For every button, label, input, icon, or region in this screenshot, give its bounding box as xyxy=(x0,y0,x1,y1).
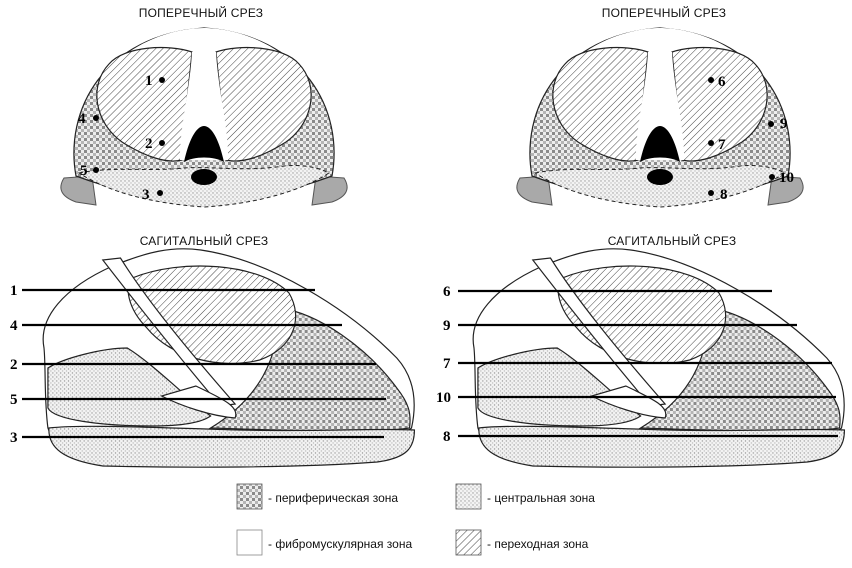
svg-text:- периферическая зона: - периферическая зона xyxy=(268,491,398,505)
svg-text:- переходная зона: - переходная зона xyxy=(487,537,589,551)
line-label: 10 xyxy=(436,390,451,406)
sagittal-lines-left: 1 4 2 5 3 xyxy=(10,283,386,446)
svg-text:- центральная зона: - центральная зона xyxy=(487,491,595,505)
line-label: 1 xyxy=(10,283,18,299)
point-label: 10 xyxy=(779,170,794,186)
transverse-section-left xyxy=(60,27,348,208)
legend: - периферическая зона - центральная зона… xyxy=(236,483,595,556)
transverse-title-left: ПОПЕРЕЧНЫЙ СРЕЗ xyxy=(139,5,264,20)
point-label: 4 xyxy=(78,111,86,127)
line-label: 4 xyxy=(10,318,18,334)
legend-transition: - переходная зона xyxy=(455,529,589,556)
svg-text:- фибромускулярная зона: - фибромускулярная зона xyxy=(268,537,412,551)
legend-fibromuscular: - фибромускулярная зона xyxy=(236,529,412,556)
transverse-title-right: ПОПЕРЕЧНЫЙ СРЕЗ xyxy=(602,5,727,20)
point-label: 1 xyxy=(145,73,153,89)
legend-central: - центральная зона xyxy=(455,483,595,510)
line-label: 6 xyxy=(443,284,451,300)
line-label: 5 xyxy=(10,392,18,408)
sagittal-section-right xyxy=(472,248,846,468)
legend-peripheral: - периферическая зона xyxy=(236,483,398,510)
sagittal-lines-right: 6 9 7 10 8 xyxy=(436,284,838,445)
line-label: 8 xyxy=(443,429,451,445)
point-label: 8 xyxy=(720,187,728,203)
point-label: 6 xyxy=(718,74,726,90)
point-label: 9 xyxy=(780,116,788,132)
point-label: 2 xyxy=(145,136,153,152)
point-label: 5 xyxy=(80,163,88,179)
line-label: 9 xyxy=(443,318,451,334)
transverse-points-left: 1 2 3 4 5 xyxy=(78,73,165,203)
line-label: 3 xyxy=(10,430,18,446)
sagittal-title-right: САГИТАЛЬНЫЙ СРЕЗ xyxy=(608,233,737,248)
transverse-points-right: 6 7 8 9 10 xyxy=(708,74,794,203)
line-label: 2 xyxy=(10,357,18,373)
transverse-section-right xyxy=(516,27,804,208)
point-label: 7 xyxy=(718,137,726,153)
point-label: 3 xyxy=(142,187,150,203)
sagittal-section-left xyxy=(42,248,416,468)
line-label: 7 xyxy=(443,356,451,372)
sagittal-title-left: САГИТАЛЬНЫЙ СРЕЗ xyxy=(140,233,269,248)
